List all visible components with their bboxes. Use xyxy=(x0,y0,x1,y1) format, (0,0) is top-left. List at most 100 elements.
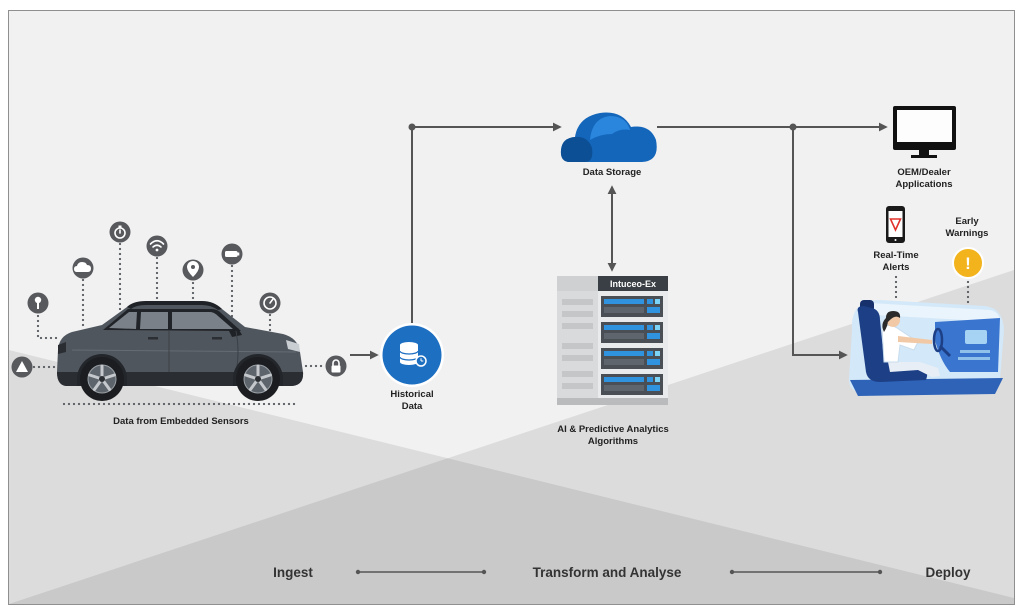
wifi-icon-dot xyxy=(155,248,159,252)
lock-icon xyxy=(325,355,347,377)
lock-icon-shackle xyxy=(332,359,340,367)
unit-led xyxy=(647,299,653,304)
car-window-rear xyxy=(109,312,137,329)
car-wheel-front xyxy=(236,357,280,401)
stage-connector-dot xyxy=(729,569,735,575)
wifi-icon-arc-inner xyxy=(152,244,162,248)
spokes xyxy=(244,364,272,391)
timer-icon-button xyxy=(118,225,122,228)
unit-bar xyxy=(604,377,644,382)
key-icon xyxy=(27,292,49,314)
unit-led xyxy=(655,325,660,330)
timer-icon xyxy=(109,221,131,243)
server-unit xyxy=(601,296,663,317)
unit-led xyxy=(655,351,660,356)
warning-badge-circle xyxy=(952,247,984,279)
rack-slot xyxy=(562,311,593,317)
hub xyxy=(99,376,105,382)
unit-bay xyxy=(604,307,644,313)
alerts-label-line2: Alerts xyxy=(883,262,910,273)
unit-bay xyxy=(604,333,644,339)
stage-ingest: Ingest xyxy=(273,565,313,580)
rack-slot xyxy=(562,323,593,329)
unit-led xyxy=(647,385,660,391)
key-icon-stem xyxy=(37,302,39,309)
cloud-highlight xyxy=(590,116,630,140)
car-mirror xyxy=(229,328,242,337)
cloud-icon-glyph xyxy=(74,262,91,272)
rack-banner xyxy=(598,276,668,291)
monitor-neck xyxy=(919,150,929,155)
unit-led xyxy=(647,359,660,365)
rack-left-column xyxy=(557,276,598,404)
car-window-middle xyxy=(140,312,168,329)
wifi-icon xyxy=(146,235,168,257)
steering-wheel xyxy=(932,327,944,353)
rack-slot xyxy=(562,299,593,305)
car-icon xyxy=(57,301,304,401)
cloud-icon xyxy=(72,257,94,279)
smartphone-alert-icon xyxy=(886,206,905,243)
battery-icon-body xyxy=(225,251,238,257)
driver-in-car-illustration xyxy=(848,300,1004,396)
oem-label-line2: Applications xyxy=(895,179,952,190)
dashboard-detail xyxy=(958,357,990,360)
cloud-left-lobe xyxy=(560,136,593,162)
unit-led xyxy=(647,351,653,356)
sensor-leads xyxy=(32,242,326,406)
server-rack-icon: Intuceo-Ex xyxy=(557,276,668,405)
stage-deploy: Deploy xyxy=(925,565,971,580)
hub xyxy=(255,376,261,382)
cabin-floor xyxy=(850,378,1003,396)
alerts-label-line1: Real-Time xyxy=(873,250,918,261)
unit-bar xyxy=(604,325,644,330)
car-window-front xyxy=(172,312,233,329)
sensors-label: Data from Embedded Sensors xyxy=(113,416,249,427)
gauge-icon-dial xyxy=(263,296,277,310)
wifi-icon-arc-outer xyxy=(149,239,165,245)
server-title: Intuceo-Ex xyxy=(610,279,656,289)
dashboard xyxy=(935,318,1000,372)
spokes xyxy=(88,364,116,391)
car-headlight xyxy=(286,340,300,352)
location-icon-hole xyxy=(191,265,195,269)
battery-icon xyxy=(221,243,243,265)
storage-label: Data Storage xyxy=(583,167,642,178)
unit-bay xyxy=(604,385,644,391)
history-clock-hands xyxy=(420,358,424,362)
car-wheel-rear xyxy=(80,357,124,401)
warnings-label-line1: Early xyxy=(955,216,979,227)
server-unit xyxy=(601,348,663,369)
unit-bar xyxy=(604,351,644,356)
background-band-descending xyxy=(9,350,1014,604)
car-door-handle-rear xyxy=(148,337,158,340)
db-divider-1 xyxy=(399,350,419,355)
cabin-window-light xyxy=(870,303,1000,322)
rack-slot xyxy=(562,371,593,377)
rack-slot xyxy=(562,355,593,361)
monitor-base xyxy=(911,155,937,158)
warning-badge-icon: ! xyxy=(952,247,984,279)
alert-triangle-icon xyxy=(889,218,902,232)
analytics-label-line1: AI & Predictive Analytics xyxy=(557,424,669,435)
unit-led xyxy=(647,377,653,382)
warning-icon xyxy=(11,356,33,378)
rack-base xyxy=(557,398,668,405)
battery-icon-tip xyxy=(237,252,240,256)
stage-transform: Transform and Analyse xyxy=(533,565,682,580)
phone-home-dot xyxy=(894,239,897,241)
background-bands xyxy=(9,270,1014,604)
db-cylinder-bottom xyxy=(400,359,418,365)
driver-ponytail xyxy=(882,318,888,332)
driver-hair xyxy=(885,311,901,322)
arrow-storage-to-driver xyxy=(792,127,848,360)
steering-column xyxy=(938,344,952,358)
dashboard-screen xyxy=(965,330,987,344)
oem-label-line1: OEM/Dealer xyxy=(897,167,951,178)
server-unit xyxy=(601,322,663,343)
db-cylinder-top xyxy=(400,342,418,348)
monitor-icon xyxy=(893,106,956,158)
location-icon xyxy=(182,259,204,281)
unit-bay xyxy=(604,359,644,365)
